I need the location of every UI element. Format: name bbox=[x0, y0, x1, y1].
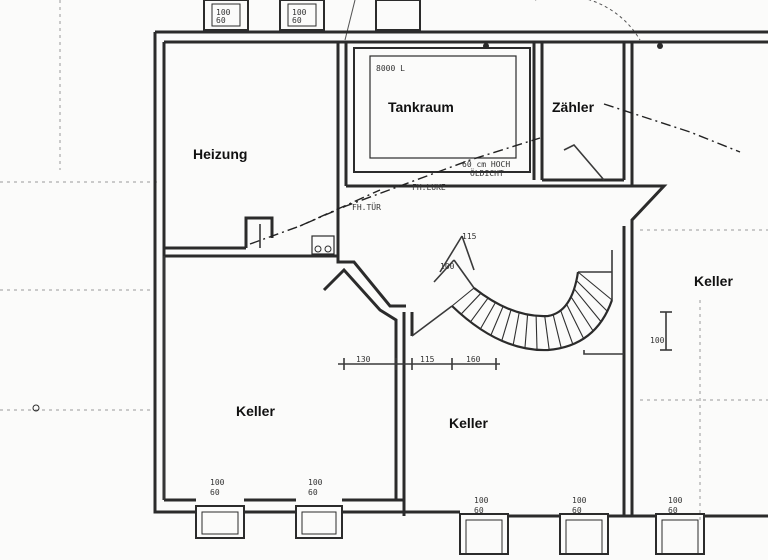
escape-route-lines bbox=[249, 103, 741, 245]
outer-walls bbox=[153, 30, 768, 518]
dim-130: 130 bbox=[356, 355, 371, 364]
interior-walls bbox=[163, 42, 668, 516]
topwin1-dim-bot: 60 bbox=[216, 16, 226, 25]
stair-tread bbox=[490, 306, 504, 336]
win5-dim-bot: 60 bbox=[668, 506, 678, 515]
room-label-tankraum: Tankraum bbox=[388, 99, 454, 115]
stair-tread bbox=[560, 310, 574, 345]
stair-tread bbox=[501, 309, 512, 341]
stair-tread bbox=[577, 271, 613, 301]
stair-tread bbox=[460, 292, 482, 315]
staircase bbox=[433, 250, 624, 355]
win1-dim-top: 100 bbox=[210, 478, 225, 487]
stair-tread bbox=[535, 315, 538, 350]
note-fh-luke: FH.LUKE bbox=[412, 183, 446, 192]
dimension-lines bbox=[338, 235, 672, 370]
dim-100-right: 100 bbox=[650, 336, 665, 345]
stair-tread bbox=[524, 314, 529, 349]
win3-dim-bot: 60 bbox=[474, 506, 484, 515]
note-tank-size: 8000 L bbox=[376, 64, 405, 73]
topwin2-dim-top: 100 bbox=[292, 8, 307, 17]
fixtures bbox=[32, 43, 663, 412]
stair-tread bbox=[479, 302, 496, 330]
bottom-windows bbox=[195, 505, 705, 555]
win3-dim-top: 100 bbox=[474, 496, 489, 505]
room-label-keller-right: Keller bbox=[694, 273, 733, 289]
win2-dim-top: 100 bbox=[308, 478, 323, 487]
note-fh-door: FH.TÜR bbox=[352, 203, 381, 212]
note-tank-wall: 60 cm HOCH bbox=[462, 160, 511, 169]
win4-dim-top: 100 bbox=[572, 496, 587, 505]
win1-dim-bot: 60 bbox=[210, 488, 220, 497]
room-label-keller-left: Keller bbox=[236, 403, 275, 419]
stair-tread bbox=[552, 314, 562, 349]
room-label-zaehler: Zähler bbox=[552, 99, 595, 115]
stair-tread bbox=[570, 296, 594, 332]
win2-dim-bot: 60 bbox=[308, 488, 318, 497]
stair-tread bbox=[512, 312, 520, 346]
win4-dim-bot: 60 bbox=[572, 506, 582, 515]
dim-115: 115 bbox=[420, 355, 435, 364]
stair-tread bbox=[566, 303, 585, 339]
background-marks bbox=[0, 0, 768, 520]
dim-stair-a: 100 bbox=[440, 262, 455, 271]
stair-tread bbox=[544, 316, 550, 350]
top-windows bbox=[203, 0, 421, 31]
win5-dim-top: 100 bbox=[668, 496, 683, 505]
dim-160: 160 bbox=[466, 355, 481, 364]
stair-tread bbox=[451, 287, 475, 307]
room-label-keller-center: Keller bbox=[449, 415, 488, 431]
room-label-heizung: Heizung bbox=[193, 146, 248, 162]
topwin1-dim-top: 100 bbox=[216, 8, 231, 17]
note-tank-seal: ÖLDICHT bbox=[470, 169, 504, 178]
topwin2-dim-bot: 60 bbox=[292, 16, 302, 25]
stair-tread bbox=[576, 280, 608, 312]
stair-tread bbox=[470, 297, 489, 323]
dim-stair-b: 115 bbox=[462, 232, 477, 241]
stair-tread bbox=[573, 288, 602, 323]
